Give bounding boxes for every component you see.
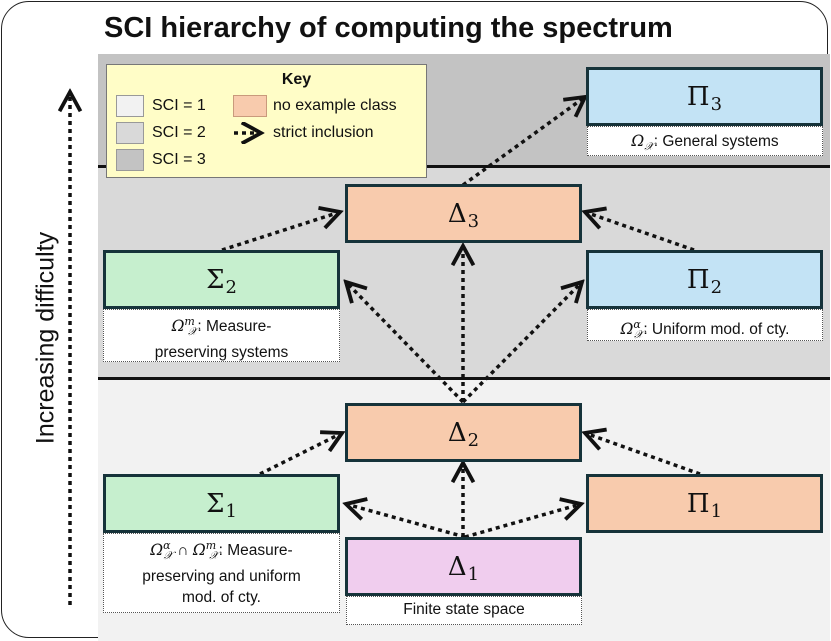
arrow-delta2-sigma2 (346, 282, 465, 404)
caption-sigma1: Ωα𝒳 ∩ Ωm𝒳: Measure- preserving and unifo… (103, 533, 340, 613)
arrow-delta3-pi3 (461, 97, 585, 187)
node-subscript: 3 (467, 211, 480, 232)
node-symbol: Σ (206, 264, 225, 295)
legend-swatch-no-example (233, 95, 267, 117)
divider-sci3-sci2 (98, 165, 830, 168)
caption-text: ∩ (173, 542, 193, 560)
legend-label-sci3: SCI = 3 (152, 151, 206, 168)
node-subscript: 1 (225, 501, 237, 522)
caption-line: Ωm𝒳: Measure- (108, 311, 335, 342)
arrow-sigma2-delta3 (221, 212, 340, 252)
legend-arrow-icon (234, 122, 271, 144)
arrow-delta1-pi1 (464, 504, 581, 539)
node-symbol: Π (686, 264, 710, 295)
legend-swatch-sci2 (116, 122, 144, 144)
caption-text: : Uniform mod. of cty. (643, 321, 790, 339)
divider-sci2-sci1 (98, 377, 830, 380)
arrow-delta2-pi2 (461, 282, 582, 404)
node-symbol: Δ (447, 417, 467, 448)
arrow-delta1-sigma1 (346, 504, 466, 539)
legend-label-sci1: SCI = 1 (152, 97, 206, 114)
node-symbol: Π (686, 488, 710, 519)
legend-label-sci2: SCI = 2 (152, 124, 206, 141)
caption-delta1: Finite state space (346, 596, 582, 625)
node-symbol: Δ (447, 551, 467, 582)
omega-symbol: Ωα𝒳 (620, 318, 644, 342)
legend-swatch-sci3 (116, 149, 144, 171)
node-symbol: Σ (206, 488, 225, 519)
node-symbol: Δ (447, 198, 467, 229)
caption-pi2: Ωα𝒳: Uniform mod. of cty. (587, 309, 823, 341)
node-subscript: 2 (467, 430, 480, 451)
legend-label-no-example: no example class (273, 97, 397, 114)
omega-symbol: Ωm𝒳 (171, 315, 198, 339)
caption-text: : General systems (653, 133, 779, 150)
diagram-title: SCI hierarchy of computing the spectrum (104, 12, 673, 44)
caption-text: mod. of cty. (182, 589, 261, 607)
arrow-pi2-delta3 (585, 212, 695, 252)
node-subscript: 2 (225, 277, 237, 298)
omega-symbol: Ωm𝒳 (192, 539, 219, 563)
node-subscript: 1 (467, 564, 480, 585)
arrow-sigma1-delta2 (259, 433, 342, 476)
caption-pi3: Ω𝒳: General systems (587, 126, 823, 156)
legend-key: Key SCI = 1 SCI = 2 SCI = 3 no example c… (106, 64, 427, 178)
caption-text: : Measure- (218, 542, 293, 560)
caption-sigma2: Ωm𝒳: Measure- preserving systems (103, 309, 340, 362)
legend-title: Key (281, 71, 312, 88)
node-subscript: 3 (710, 94, 723, 115)
omega-symbol: Ωα𝒳 (150, 539, 174, 563)
node-subscript: 2 (710, 277, 723, 298)
caption-text: : Measure- (197, 318, 272, 336)
node-symbol: Π (686, 81, 710, 112)
caption-text: preserving and uniform (142, 568, 301, 586)
arrow-pi1-delta2 (585, 433, 701, 476)
legend-label-strict-inclusion: strict inclusion (273, 124, 374, 141)
caption-text: Finite state space (403, 601, 525, 618)
caption-line: Ωα𝒳 ∩ Ωm𝒳: Measure- (108, 535, 335, 566)
legend-swatch-sci1 (116, 95, 144, 117)
omega-symbol: Ω𝒳 (631, 132, 654, 154)
caption-text: preserving systems (154, 344, 289, 362)
node-subscript: 1 (710, 501, 723, 522)
